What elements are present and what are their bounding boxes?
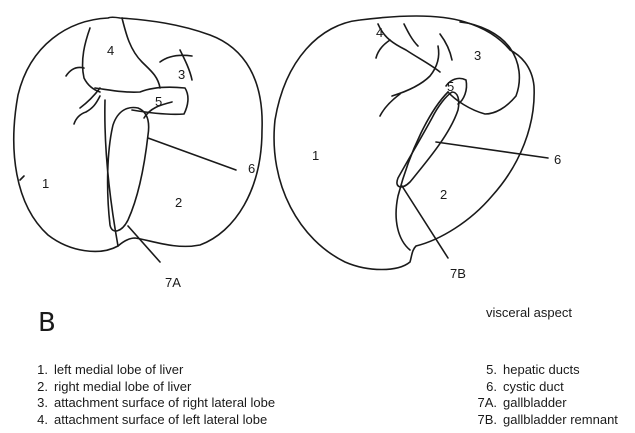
legend-text: right medial lobe of liver: [48, 379, 191, 394]
panel-letter: B: [38, 308, 56, 338]
left-label-2: 2: [175, 195, 182, 210]
legend-key: 3.: [22, 395, 48, 412]
right-vessel-c-branch: [380, 94, 400, 116]
right-label-7b: 7B: [450, 266, 466, 281]
left-midline: [105, 100, 118, 246]
left-label-4: 4: [107, 43, 114, 58]
legend-text: attachment surface of left lateral lobe: [48, 412, 267, 427]
legend-text: hepatic ducts: [497, 362, 580, 377]
left-label-3: 3: [178, 67, 185, 82]
legend-text: attachment surface of right lateral lobe: [48, 395, 275, 410]
right-label-3: 3: [474, 48, 481, 63]
leader-7a: [128, 226, 160, 262]
legend-text: gallbladder: [497, 395, 567, 410]
left-notch: [20, 176, 24, 180]
left-label-6: 6: [248, 161, 255, 176]
left-vessel-a-branch: [66, 67, 84, 76]
left-vessel-c: [74, 96, 100, 124]
left-vessel-b-branch: [80, 88, 100, 108]
right-label-6: 6: [554, 152, 561, 167]
legend-item: 2.right medial lobe of liver: [22, 379, 275, 396]
legend-item: 1.left medial lobe of liver: [22, 362, 275, 379]
legend-item: 6.cystic duct: [455, 379, 618, 396]
legend-key: 4.: [22, 412, 48, 429]
left-specimen: [14, 17, 262, 262]
leader-6-left: [148, 138, 236, 170]
legend-item: 7A.gallbladder: [455, 395, 618, 412]
leader-6-right: [436, 142, 548, 158]
aspect-label: visceral aspect: [486, 305, 572, 320]
right-vessel-a: [378, 24, 440, 72]
left-label-5: 5: [155, 94, 162, 109]
left-gallbladder-7a: [108, 108, 149, 231]
legend-key: 7B.: [455, 412, 497, 429]
left-vessel-a: [83, 28, 100, 92]
right-liver-outline: [274, 16, 534, 269]
right-label-4: 4: [376, 25, 383, 40]
legend-text: gallbladder remnant: [497, 412, 618, 427]
right-attachment-rim: [396, 92, 448, 250]
right-vessel-a-branch: [376, 40, 390, 58]
right-label-2: 2: [440, 187, 447, 202]
legend-text: cystic duct: [497, 379, 564, 394]
legend-item: 7B.gallbladder remnant: [455, 412, 618, 429]
right-label-5: 5: [447, 79, 454, 94]
left-label-7a: 7A: [165, 275, 181, 290]
legend-key: 7A.: [455, 395, 497, 412]
legend-key: 5.: [455, 362, 497, 379]
legend-key: 1.: [22, 362, 48, 379]
legend-right: 5.hepatic ducts 6.cystic duct 7A.gallbla…: [455, 362, 618, 428]
right-label-1: 1: [312, 148, 319, 163]
right-vessel-b: [404, 24, 418, 46]
right-vessel-c: [392, 46, 439, 96]
legend-left: 1.left medial lobe of liver 2.right medi…: [22, 362, 275, 428]
legend-item: 3.attachment surface of right lateral lo…: [22, 395, 275, 412]
left-liver-outline: [14, 17, 262, 251]
legend-item: 5.hepatic ducts: [455, 362, 618, 379]
left-label-1: 1: [42, 176, 49, 191]
right-gallbladder-remnant-7b: [397, 92, 459, 187]
right-specimen: [274, 16, 548, 269]
legend-item: 4.attachment surface of left lateral lob…: [22, 412, 275, 429]
liver-diagram: 1 2 3 4 5 6 7A 1 2 3 4 5 6 7B: [0, 0, 635, 300]
legend-key: 6.: [455, 379, 497, 396]
left-vessel-b: [122, 18, 160, 88]
left-vessel-d: [160, 55, 192, 62]
legend-key: 2.: [22, 379, 48, 396]
right-vessel-d: [440, 34, 452, 60]
legend-text: left medial lobe of liver: [48, 362, 183, 377]
